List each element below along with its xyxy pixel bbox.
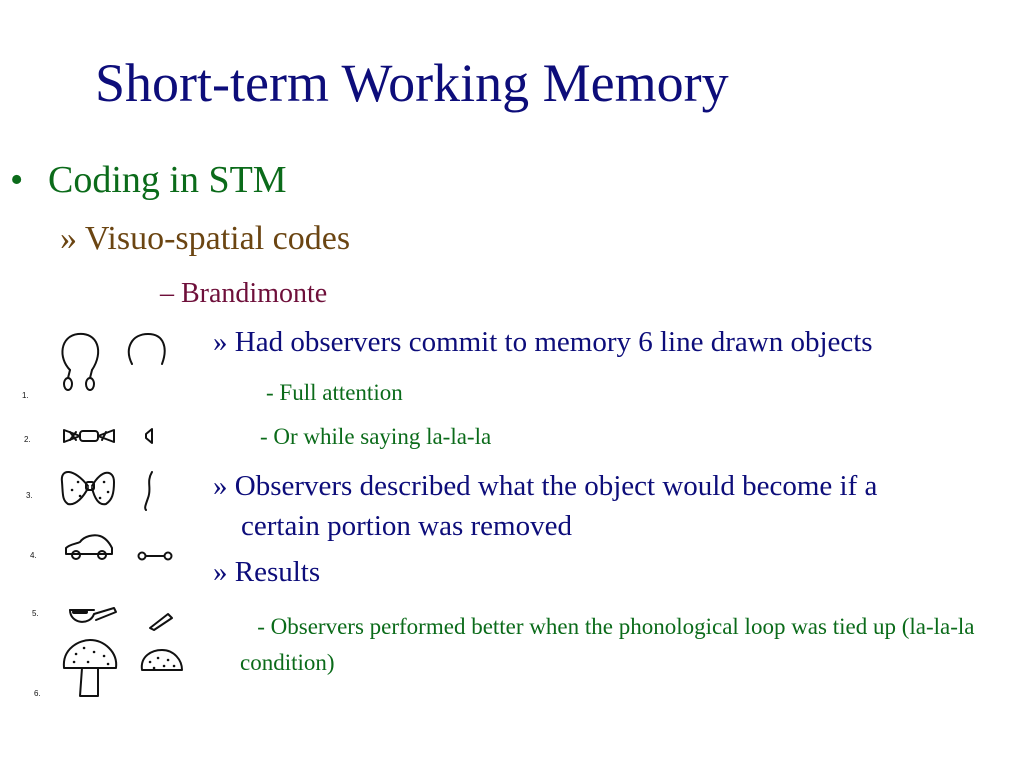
bow-drawing xyxy=(60,471,115,506)
row-number-2: 2. xyxy=(24,435,31,444)
row-number-1: 1. xyxy=(22,391,29,400)
item-text-line1: Observers described what the object woul… xyxy=(234,470,878,502)
bullet-level1: • Coding in STM xyxy=(10,158,287,202)
slide-title: Short-term Working Memory xyxy=(95,53,729,113)
pipe-fragment-drawing xyxy=(149,613,173,631)
candy-fragment-drawing xyxy=(145,428,153,444)
arc-fragment-drawing xyxy=(127,333,166,365)
line-drawing-figure: 1. 2. 3. 4. 5. 6. xyxy=(22,332,183,698)
mushroom-cap-fragment-drawing xyxy=(140,649,183,671)
row-number-3: 3. xyxy=(26,491,33,500)
item-text: Had observers commit to memory 6 line dr… xyxy=(234,326,873,358)
bullet-marker: • xyxy=(10,159,24,201)
row-number-4: 4. xyxy=(30,551,37,560)
bow-fragment-drawing xyxy=(144,471,153,511)
mushroom-drawing xyxy=(62,639,118,697)
bullet-level3-text: Brandimonte xyxy=(181,278,328,309)
bullet-level2-text: Visuo-spatial codes xyxy=(84,220,351,257)
item-text: Results xyxy=(234,556,321,588)
wheels-fragment-drawing xyxy=(137,551,173,561)
subitem-la-la-la: - Or while saying la-la-la xyxy=(260,424,492,449)
bullet-level3: – Brandimonte xyxy=(160,278,327,310)
list-item-results: » Results xyxy=(213,556,320,589)
list-item-commit: » Had observers commit to memory 6 line … xyxy=(213,326,873,359)
row-number-5: 5. xyxy=(32,609,39,618)
list-item-described: » Observers described what the object wo… xyxy=(213,466,1013,546)
row-number-6: 6. xyxy=(34,689,41,698)
subitem-result: - Observers performed better when the ph… xyxy=(240,609,1020,681)
stethoscope-drawing xyxy=(61,332,100,391)
bullet-level1-text: Coding in STM xyxy=(48,159,287,201)
bullet-level2-marker: » xyxy=(60,220,77,257)
subitem-full-attention: - Full attention xyxy=(266,380,403,405)
item-marker: » xyxy=(213,326,228,358)
bullet-level2: » Visuo-spatial codes xyxy=(60,220,350,258)
pipe-drawing xyxy=(69,607,117,623)
subitem-result-text: - Observers performed better when the ph… xyxy=(240,614,975,675)
candy-drawing xyxy=(63,429,115,443)
item-text-line2: certain portion was removed xyxy=(241,510,572,542)
item-marker: » xyxy=(213,556,228,588)
item-marker: » xyxy=(213,470,228,502)
car-drawing xyxy=(65,534,113,560)
bullet-level3-marker: – xyxy=(160,278,174,309)
